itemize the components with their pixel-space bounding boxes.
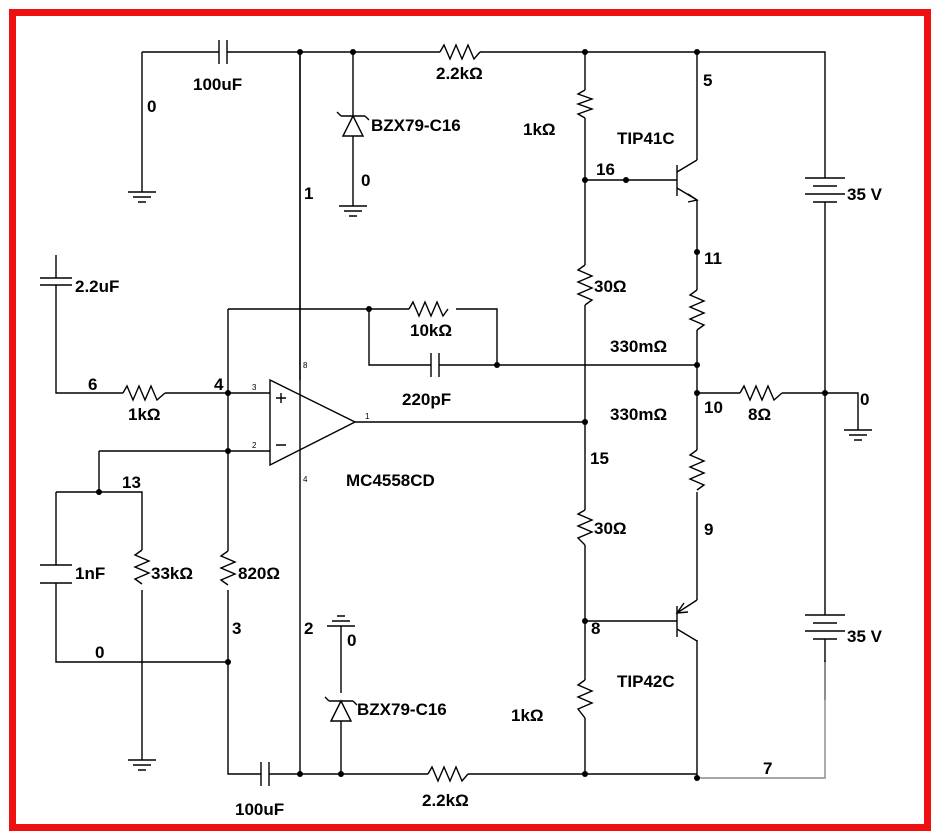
node-label: 15 [590, 449, 609, 468]
transistor-q1 [676, 159, 699, 203]
label-u1: MC4558CD [346, 471, 435, 490]
label-c2: 100uF [235, 800, 284, 819]
node-label: 3 [232, 619, 241, 638]
label-r10k: 10kΩ [410, 321, 452, 340]
label-r330-bot: 330mΩ [610, 405, 667, 424]
resistor-r30-bot [576, 509, 594, 546]
label-v2: 35 V [847, 627, 883, 646]
label-c4: 1nF [75, 564, 105, 583]
label-c3: 2.2uF [75, 277, 119, 296]
node-label: 8 [591, 619, 600, 638]
label-r-bot: 2.2kΩ [422, 791, 469, 810]
node-label: 0 [361, 171, 370, 190]
resistor-r8 [739, 384, 783, 402]
diagram-frame [9, 9, 931, 831]
label-q1: TIP41C [617, 129, 675, 148]
label-r1k-in: 1kΩ [128, 405, 161, 424]
capacitor-c2 [255, 762, 275, 786]
node-label: 7 [763, 759, 772, 778]
capacitor-c3 [40, 277, 72, 286]
resistor-r33k [133, 549, 151, 585]
label-r820: 820Ω [238, 564, 280, 583]
node-label: 2 [304, 619, 313, 638]
component-labels: 100uF 100uF 2.2uF 1nF 220pF 2.2kΩ 2.2kΩ … [75, 64, 883, 819]
capacitor-c1 [214, 40, 232, 64]
wires [55, 51, 859, 779]
node-label: 4 [214, 375, 224, 394]
resistor-r330-bot [688, 449, 706, 491]
capacitor-c5 [425, 353, 447, 377]
label-z2: BZX79-C16 [357, 700, 447, 719]
node-label: 5 [703, 71, 712, 90]
label-c1: 100uF [193, 75, 242, 94]
resistor-r330-top [688, 289, 706, 331]
label-q2: TIP42C [617, 672, 675, 691]
node-labels: 0 1 0 5 16 11 6 4 10 0 15 13 9 3 2 0 8 0… [88, 71, 869, 778]
label-v1: 35 V [847, 185, 883, 204]
transistor-q2 [675, 599, 698, 642]
node-label: 9 [704, 520, 713, 539]
label-r30-top: 30Ω [594, 277, 627, 296]
resistor-r820 [219, 550, 237, 586]
zener-z2 [324, 696, 358, 722]
battery-v2 [805, 614, 845, 662]
label-z1: BZX79-C16 [371, 116, 461, 135]
ground-symbols [128, 191, 872, 771]
label-r1k-top: 1kΩ [523, 120, 556, 139]
node-label: 11 [704, 249, 722, 268]
node-label: 16 [596, 160, 615, 179]
opamp-pin: 3 [252, 383, 257, 392]
resistor-r1k-in [122, 384, 166, 402]
junction-dots [96, 49, 828, 781]
opamp-pin: 4 [303, 475, 308, 484]
opamp-pin: 8 [303, 361, 308, 370]
node-label: 1 [304, 184, 313, 203]
label-r-top: 2.2kΩ [436, 64, 483, 83]
label-r30-bot: 30Ω [594, 519, 627, 538]
label-r33k: 33kΩ [151, 564, 193, 583]
battery-v1 [805, 177, 845, 210]
opamp-pin: 2 [252, 441, 257, 450]
opamp-u1 [269, 378, 357, 467]
node-label: 13 [122, 473, 141, 492]
node-label: 6 [88, 375, 97, 394]
resistor-r1k-top [575, 89, 595, 119]
node-label: 0 [95, 643, 104, 662]
resistor-r10k [408, 300, 449, 318]
resistor-r-bot [427, 765, 469, 783]
label-r8: 8Ω [748, 405, 771, 424]
node-label: 0 [347, 631, 356, 650]
label-r1k-bot: 1kΩ [511, 706, 544, 725]
label-r330-top: 330mΩ [610, 337, 667, 356]
node-label: 0 [147, 97, 156, 116]
resistor-r1k-bot [576, 679, 594, 719]
resistor-r-top [439, 43, 481, 61]
capacitor-c4 [40, 564, 72, 584]
node-label: 0 [860, 390, 869, 409]
zener-z1 [336, 111, 370, 137]
opamp-pin-labels: 8 3 2 1 4 [252, 361, 370, 484]
opamp-pin: 1 [365, 412, 370, 421]
label-c5: 220pF [402, 390, 451, 409]
node-label: 10 [704, 398, 723, 417]
resistor-r30-top [576, 264, 594, 306]
